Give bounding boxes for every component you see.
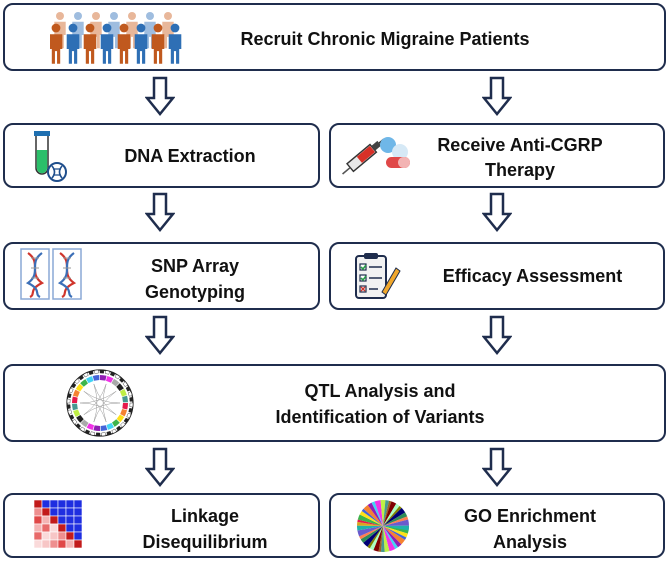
step-snp-label-1: SNP Array [150,256,240,276]
people-group-icon [50,10,185,68]
arrow-down-icon [482,192,512,232]
step-go-label-1: GO Enrichment [463,506,597,526]
pie-chart-icon [355,498,411,554]
step-ld-label-2: Disequilibrium [142,532,268,552]
step-efficacy-label: Efficacy Assessment [442,266,623,286]
arrow-down-icon [145,315,175,355]
step-qtl-label-1: QTL Analysis and [304,381,456,401]
arrow-down-icon [145,192,175,232]
dna-helix-icon [20,248,82,300]
circos-plot-icon [65,368,135,438]
arrow-down-icon [482,447,512,487]
step-recruit-label: Recruit Chronic Migraine Patients [240,29,530,49]
arrow-down-icon [145,76,175,116]
syringe-pills-icon [340,130,416,178]
arrow-down-icon [482,76,512,116]
step-therapy-label-1: Receive Anti-CGRP [437,135,603,155]
step-qtl-label-2: Identification of Variants [275,407,485,427]
step-snp-label-2: Genotyping [145,282,245,302]
step-therapy-box [329,123,665,188]
step-dna-label: DNA Extraction [124,146,256,166]
arrow-down-icon [145,447,175,487]
ld-heatmap-icon [30,496,90,556]
checklist-icon [352,250,402,302]
step-go-label-2: Analysis [492,532,568,552]
arrow-down-icon [482,315,512,355]
test-tube-icon [24,128,74,184]
step-ld-label-1: Linkage [170,506,240,526]
step-therapy-label-2: Therapy [484,160,556,180]
